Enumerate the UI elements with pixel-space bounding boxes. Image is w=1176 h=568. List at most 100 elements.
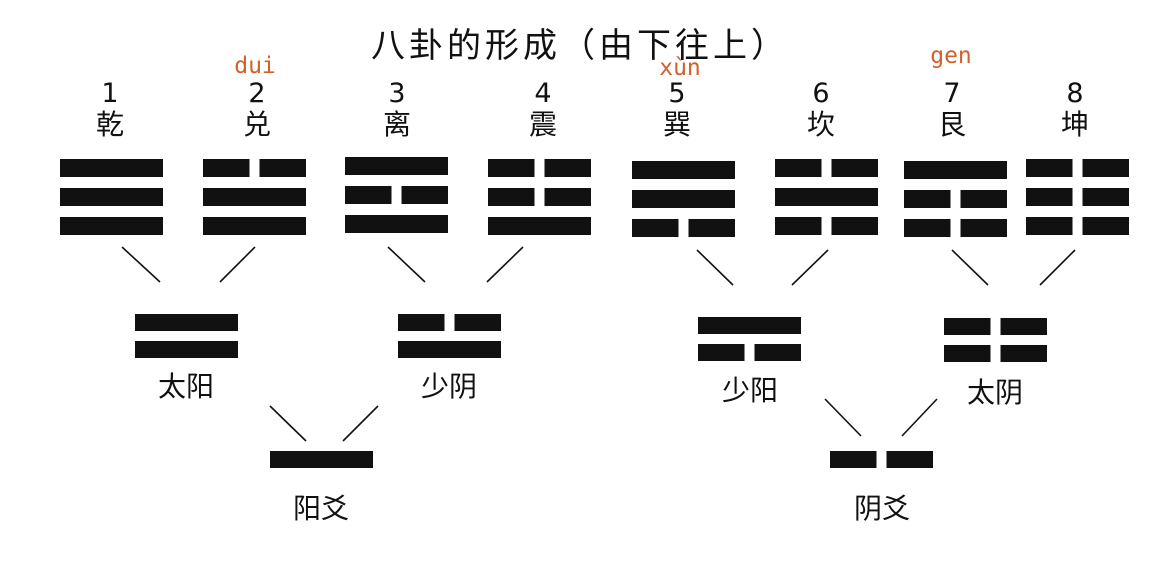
- bigram-taiyin-yin-line-1-left: [944, 318, 991, 335]
- bigram-label-shaoyang: 少阳: [721, 374, 778, 407]
- trigram-xun-symbol: [632, 161, 735, 237]
- bigram-label-taiyang: 太阳: [157, 370, 214, 403]
- trigram-name-6: 坎: [806, 108, 835, 141]
- trigram-li-yang-line-3: [345, 215, 448, 233]
- connector-dui-taiyang: [219, 246, 256, 283]
- trigram-gen-symbol: [904, 161, 1007, 237]
- bigram-taiyang-yang-line-2: [135, 341, 238, 358]
- trigram-gen-yang-line-1: [904, 161, 1007, 179]
- bigram-shaoyin-yin-line-1-right: [454, 314, 501, 331]
- trigram-kan-yin-line-1-left: [775, 159, 822, 177]
- bigram-taiyin-symbol: [944, 318, 1047, 362]
- connector-kun-taiyin: [1039, 249, 1076, 286]
- bigram-shaoyin-yin-line-1-left: [398, 314, 445, 331]
- trigram-dui-symbol: [203, 159, 306, 235]
- diagram-title: 八卦的形成（由下往上）: [371, 26, 789, 66]
- trigram-li-yin-line-2-left: [345, 186, 392, 204]
- bigram-taiyang-symbol: [135, 314, 238, 358]
- trigram-pinyin-7: gen: [930, 43, 972, 69]
- trigram-kan-yin-line-1-right: [831, 159, 878, 177]
- trigram-name-7: 艮: [937, 108, 966, 141]
- connector-shaoyin-yang: [342, 405, 379, 442]
- bigram-shaoyin-symbol: [398, 314, 501, 358]
- trigram-xun-yin-line-3-left: [632, 219, 679, 237]
- trigram-kan-yin-line-3-left: [775, 217, 822, 235]
- connector-gen-taiyin: [951, 249, 989, 286]
- bigram-shaoyang-yin-line-2-left: [698, 344, 745, 361]
- trigram-kun-yin-line-2-right: [1082, 188, 1129, 206]
- trigram-dui-yang-line-3: [203, 217, 306, 235]
- trigram-name-1: 乾: [95, 108, 124, 141]
- trigram-dui-yin-line-1-left: [203, 159, 250, 177]
- connector-xun-shaoyang: [696, 249, 734, 286]
- bigram-shaoyin-yang-line-2: [398, 341, 501, 358]
- trigram-gen-yin-line-2-left: [904, 190, 951, 208]
- trigram-qian-yang-line-1: [60, 159, 163, 177]
- bigram-shaoyang-symbol: [698, 317, 801, 361]
- trigram-dui-yang-line-2: [203, 188, 306, 206]
- trigram-number-1: 1: [101, 78, 119, 109]
- trigram-li-yang-line-1: [345, 157, 448, 175]
- connector-taiyang-yang: [269, 405, 307, 442]
- trigram-zhen-symbol: [488, 159, 591, 235]
- trigram-number-4: 4: [534, 78, 552, 109]
- connector-qian-taiyang: [121, 246, 161, 283]
- trigram-li-yin-line-2-right: [401, 186, 448, 204]
- trigram-kun-symbol: [1026, 159, 1129, 235]
- trigram-qian-yang-line-3: [60, 217, 163, 235]
- trigram-zhen-yin-line-2-left: [488, 188, 535, 206]
- connector-shaoyang-yin: [824, 398, 862, 437]
- yin-yao-yin-line-1-left: [830, 451, 877, 468]
- trigram-qian-symbol: [60, 159, 163, 235]
- trigram-number-8: 8: [1066, 78, 1084, 109]
- trigram-name-2: 兑: [242, 108, 271, 141]
- bigram-taiyang-yang-line-1: [135, 314, 238, 331]
- bigram-shaoyang-yang-line-1: [698, 317, 801, 334]
- trigram-number-7: 7: [943, 78, 961, 109]
- trigram-name-4: 震: [528, 108, 557, 141]
- bigram-label-shaoyin: 少阴: [420, 370, 477, 403]
- trigram-name-5: 巽: [662, 108, 691, 141]
- connector-li-shaoyin: [387, 246, 426, 283]
- yin-yao-symbol: [830, 451, 933, 468]
- yang-yao-symbol: [270, 451, 373, 468]
- trigram-kun-yin-line-3-right: [1082, 217, 1129, 235]
- trigram-kun-yin-line-1-left: [1026, 159, 1073, 177]
- trigram-li-symbol: [345, 157, 448, 233]
- trigram-qian-yang-line-2: [60, 188, 163, 206]
- trigram-kun-yin-line-1-right: [1082, 159, 1129, 177]
- trigram-kun-yin-line-2-left: [1026, 188, 1073, 206]
- bigram-taiyin-yin-line-2-left: [944, 345, 991, 362]
- trigram-zhen-yin-line-2-right: [544, 188, 591, 206]
- trigram-gen-yin-line-3-left: [904, 219, 951, 237]
- yao-label-yang: 阳爻: [292, 492, 349, 525]
- trigram-number-5: 5: [668, 78, 686, 109]
- trigram-zhen-yin-line-1-left: [488, 159, 535, 177]
- trigram-kun-yin-line-3-left: [1026, 217, 1073, 235]
- trigram-pinyin-5: xùn: [659, 55, 701, 81]
- trigram-zhen-yang-line-3: [488, 217, 591, 235]
- bigram-taiyin-yin-line-2-right: [1000, 345, 1047, 362]
- trigram-zhen-yin-line-1-right: [544, 159, 591, 177]
- trigram-number-6: 6: [812, 78, 830, 109]
- trigram-xun-yang-line-1: [632, 161, 735, 179]
- yin-yao-yin-line-1-right: [886, 451, 933, 468]
- bigram-shaoyang-yin-line-2-right: [754, 344, 801, 361]
- trigram-name-3: 离: [382, 108, 411, 141]
- trigram-pinyin-2: dui: [234, 53, 276, 79]
- trigram-xun-yang-line-2: [632, 190, 735, 208]
- yang-yao-yang-line-1: [270, 451, 373, 468]
- trigram-gen-yin-line-3-right: [960, 219, 1007, 237]
- trigram-xun-yin-line-3-right: [688, 219, 735, 237]
- trigram-kan-symbol: [775, 159, 878, 235]
- trigram-number-2: 2: [248, 78, 266, 109]
- bigram-taiyin-yin-line-1-right: [1000, 318, 1047, 335]
- trigram-kan-yin-line-3-right: [831, 217, 878, 235]
- bigram-label-taiyin: 太阴: [966, 376, 1023, 409]
- connector-zhen-shaoyin: [486, 246, 524, 283]
- connector-taiyin-yin: [901, 398, 938, 437]
- trigram-gen-yin-line-2-right: [960, 190, 1007, 208]
- trigram-number-3: 3: [388, 78, 406, 109]
